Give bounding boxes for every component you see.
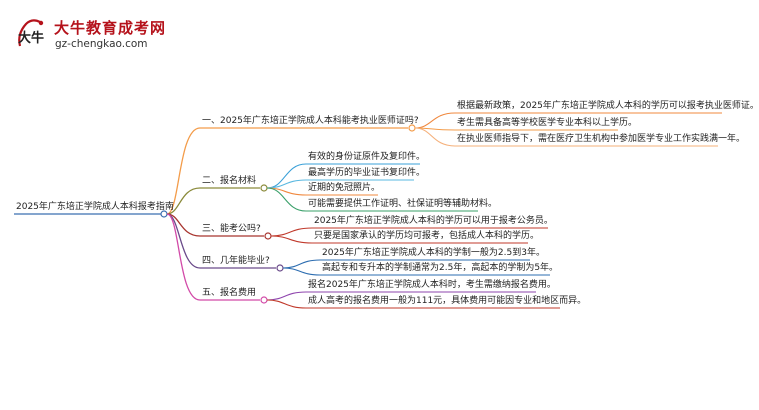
leaf-3-2: 只要是国家承认的学历均可报考，包括成人本科的学历。: [314, 231, 540, 241]
leaf-connector-5-2: [266, 299, 307, 309]
leaf-4-2: 高起专和专升本的学制通常为2.5年，高起本的学制为5年。: [322, 263, 559, 273]
connector-b4: [166, 213, 201, 269]
connector-b2: [166, 187, 201, 215]
logo-title: 大牛教育成考网: [54, 19, 167, 37]
branch-label-2: 二、报名材料: [202, 176, 257, 186]
branch-dot-5: [260, 296, 268, 304]
branch-label-4: 四、几年能毕业?: [202, 256, 270, 266]
logo-mark-icon: 大牛: [18, 19, 44, 47]
leaf-connector-2-4: [266, 187, 307, 212]
leaf-connector-4-1: [282, 259, 321, 269]
branch-dot-4: [276, 264, 284, 272]
leaf-1-3: 在执业医师指导下，需在医疗卫生机构中参加医学专业工作实践满一年。: [457, 134, 746, 144]
leaf-1-1: 根据最新政策，2025年广东培正学院成人本科的学历可以报考执业医师证。: [457, 101, 759, 111]
leaf-5-1: 报名2025年广东培正学院成人本科时，考生需缴纳报名费用。: [308, 280, 556, 290]
branch-dot-2: [260, 184, 268, 192]
leaf-2-2: 最高学历的毕业证书复印件。: [308, 168, 426, 178]
leaf-5-2: 成人高考的报名费用一般为111元，具体费用可能因专业和地区而异。: [308, 296, 587, 306]
branch-label-3: 三、能考公吗?: [202, 224, 261, 234]
logo-url: gz-chengkao.com: [55, 38, 148, 50]
leaf-connector-1-1: [414, 112, 456, 129]
leaf-2-1: 有效的身份证原件及复印件。: [308, 152, 426, 162]
leaf-1-2: 考生需具备高等学校医学专业本科以上学历。: [457, 118, 638, 128]
root-node: 2025年广东培正学院成人本科报考指南: [16, 202, 174, 212]
site-logo[interactable]: 大牛 大牛教育成考网 gz-chengkao.com: [14, 16, 214, 54]
logo-mark-text: 大牛: [18, 30, 44, 46]
branch-label-5: 五、报名费用: [202, 288, 257, 298]
connector-b1: [166, 127, 201, 215]
leaf-connector-4-2: [282, 267, 321, 276]
leaf-connector-5-1: [266, 291, 307, 301]
branch-dot-3: [264, 232, 272, 240]
leaf-connector-3-1: [270, 227, 313, 237]
leaf-3-1: 2025年广东培正学院成人本科的学历可以用于报考公务员。: [314, 216, 553, 226]
leaf-connector-2-1: [266, 163, 307, 189]
connector-b5: [166, 213, 201, 301]
branch-label-1: 一、2025年广东培正学院成人本科能考执业医师证吗?: [202, 116, 419, 126]
leaf-connector-1-3: [414, 127, 456, 147]
leaf-4-1: 2025年广东培正学院成人本科的学制一般为2.5到3年。: [322, 248, 545, 258]
leaf-connector-3-2: [270, 235, 313, 244]
leaf-2-4: 可能需要提供工作证明、社保证明等辅助材料。: [308, 199, 498, 209]
leaf-2-3: 近期的免冠照片。: [308, 183, 381, 193]
